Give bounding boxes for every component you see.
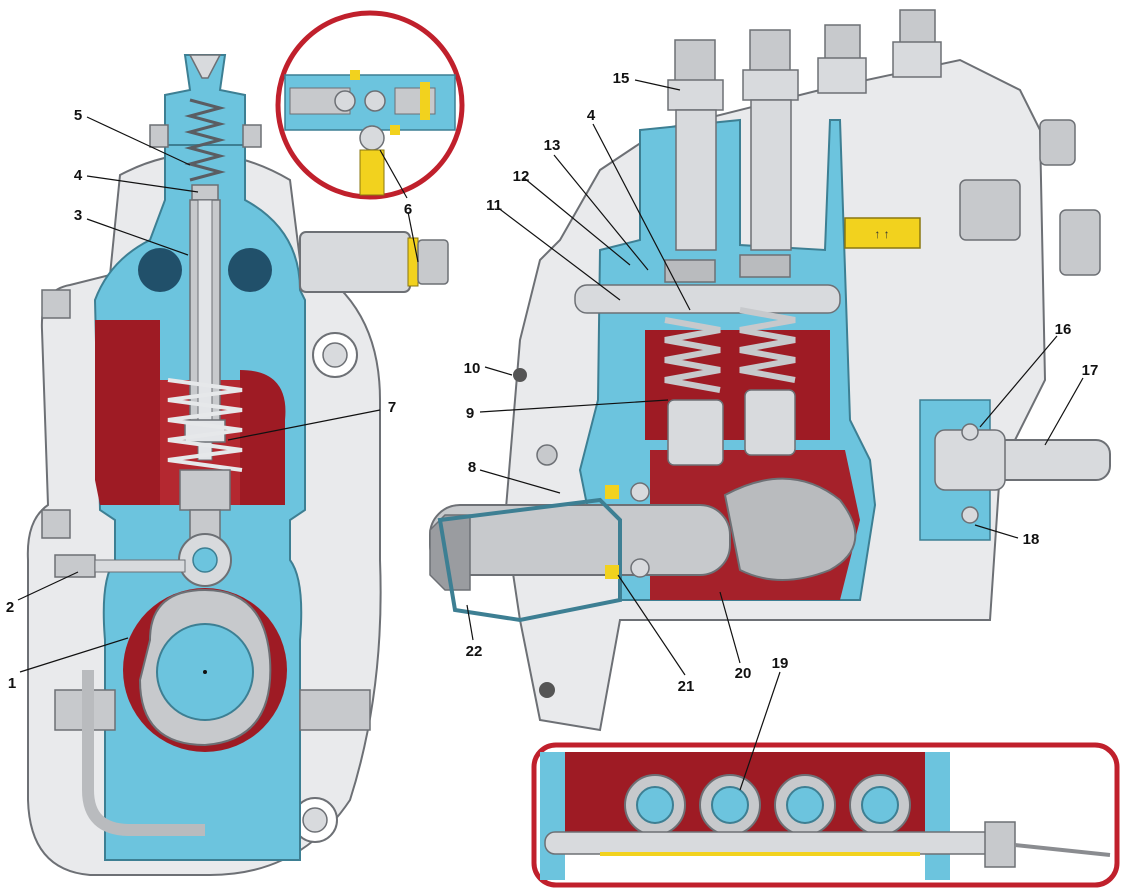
callout-9: 9 [466, 405, 474, 422]
callout-3: 3 [74, 207, 82, 224]
dipstick-tube [82, 670, 205, 836]
callout-11: 11 [486, 197, 502, 214]
callout-19: 19 [772, 655, 789, 672]
callout-labels: 1 2 3 4 5 6 7 8 9 10 11 12 13 4 15 16 17… [6, 70, 1099, 695]
fuel-gallery [138, 248, 182, 292]
callout-4-right: 4 [587, 107, 596, 124]
callout-17: 17 [1082, 362, 1099, 379]
callout-22: 22 [466, 643, 483, 660]
delivery-valve-holders [667, 9, 942, 251]
leader-lines [17, 79, 1084, 791]
cross-section-view [26, 54, 449, 876]
control-sleeve-pinions [624, 774, 911, 836]
drain-plug [299, 689, 371, 731]
callout-2: 2 [6, 599, 14, 616]
callout-6: 6 [404, 201, 412, 218]
control-rack [574, 284, 841, 314]
callout-21: 21 [678, 678, 695, 695]
tappet [667, 399, 724, 466]
fuel-gallery [228, 248, 272, 292]
valve-detail-inset [275, 10, 465, 200]
callout-10: 10 [464, 360, 481, 377]
callout-1: 1 [8, 675, 16, 692]
callout-5: 5 [74, 107, 82, 124]
governor-shaft [919, 399, 1111, 541]
callout-12: 12 [513, 168, 530, 185]
plunger-springs [664, 307, 796, 393]
id-plate [844, 217, 921, 249]
rack-detail-inset [531, 742, 1120, 888]
tappet [179, 469, 231, 511]
delivery-valve-spring [184, 98, 226, 182]
callout-16: 16 [1055, 321, 1072, 338]
callout-18: 18 [1023, 531, 1040, 548]
id-plate-marking: ↑ ↑ [874, 227, 889, 241]
callout-20: 20 [735, 665, 752, 682]
delivery-valve [191, 184, 219, 201]
callout-4-left: 4 [74, 167, 83, 184]
callout-13: 13 [544, 137, 561, 154]
camshaft [429, 477, 857, 591]
callout-15: 15 [613, 70, 630, 87]
cutaway-view: ↑ ↑ [429, 9, 1111, 732]
callout-7: 7 [388, 399, 396, 416]
inlet-fitting [299, 231, 411, 293]
callout-8: 8 [468, 459, 476, 476]
plunger-spring [167, 378, 243, 472]
rack-bar [544, 831, 1006, 855]
fuel-chamber [95, 320, 286, 505]
tappet [744, 389, 796, 456]
